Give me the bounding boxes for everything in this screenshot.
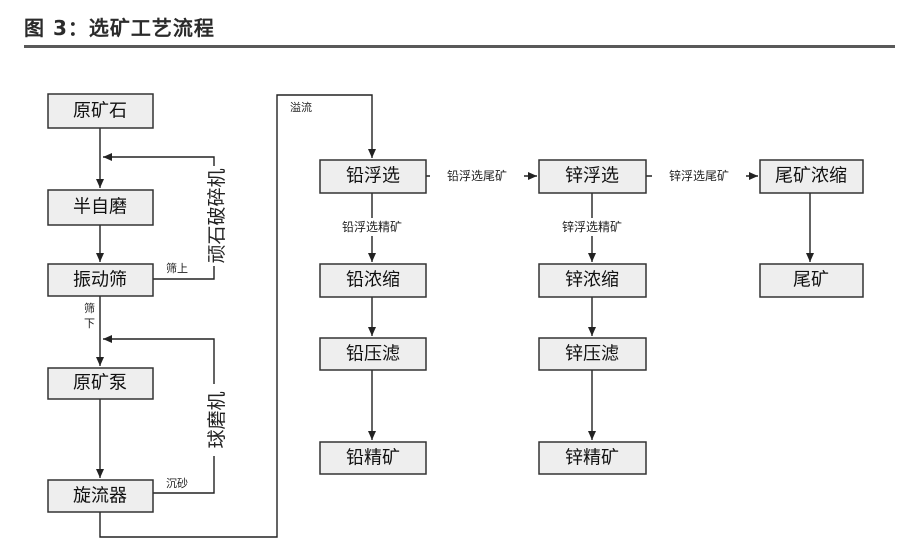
node-vibrating-screen-label: 振动筛 (73, 270, 127, 291)
label-screen-undersize-2: 下 (84, 317, 95, 330)
label-lead-tailings: 铅浮选尾矿 (447, 169, 507, 183)
label-ball-mill: 球磨机 (206, 391, 228, 448)
node-lead-thickener: 铅浓缩 (319, 263, 427, 298)
node-cyclone-label: 旋流器 (73, 486, 127, 507)
label-underflow-sand: 沉砂 (166, 477, 188, 490)
node-lead-thickener-label: 铅浓缩 (346, 270, 400, 291)
node-tailings-thickener: 尾矿浓缩 (759, 159, 864, 194)
edge-labels: 铅浮选尾矿 锌浮选尾矿 铅浮选精矿 锌浮选精矿 筛上 筛 下 沉砂 溢流 (82, 100, 746, 490)
zinc-conc-label-bg (548, 218, 638, 236)
node-ore-pump-label: 原矿泵 (73, 373, 127, 394)
node-lead-filter-label: 铅压滤 (346, 344, 400, 365)
label-zinc-concentrate: 锌浮选精矿 (562, 220, 622, 234)
node-lead-concentrate-label: 铅精矿 (346, 448, 400, 469)
node-zinc-filter: 锌压滤 (538, 337, 647, 371)
label-zinc-tailings: 锌浮选尾矿 (669, 169, 729, 183)
node-sag-mill: 半自磨 (47, 189, 154, 226)
figure-title: 图 3：选矿工艺流程 (24, 16, 215, 40)
edge-ball-mill-loop (103, 335, 215, 494)
node-raw-ore-label: 原矿石 (73, 101, 127, 122)
node-raw-ore: 原矿石 (47, 93, 154, 129)
node-zinc-thickener-label: 锌浓缩 (565, 270, 619, 291)
node-lead-flotation: 铅浮选 (319, 159, 427, 194)
node-lead-concentrate: 铅精矿 (319, 441, 427, 475)
label-overflow: 溢流 (290, 100, 312, 114)
label-screen-oversize: 筛上 (166, 261, 188, 275)
node-sag-mill-label: 半自磨 (73, 197, 127, 218)
node-lead-flotation-label: 铅浮选 (346, 166, 400, 187)
connectors (96, 94, 814, 538)
node-zinc-flotation: 锌浮选 (538, 159, 647, 194)
node-zinc-flotation-label: 锌浮选 (565, 166, 619, 187)
node-ore-pump: 原矿泵 (47, 367, 154, 400)
node-zinc-thickener: 锌浓缩 (538, 263, 647, 298)
ball-mill-label-bg (205, 384, 229, 456)
lead-tailings-label-bg (430, 166, 524, 184)
node-zinc-concentrate: 锌精矿 (538, 441, 647, 475)
node-vibrating-screen: 振动筛 (47, 263, 154, 297)
node-zinc-concentrate-label: 锌精矿 (565, 448, 619, 469)
lead-conc-label-bg (328, 218, 418, 236)
node-lead-filter: 铅压滤 (319, 337, 427, 371)
label-lead-concentrate: 铅浮选精矿 (342, 220, 402, 234)
title-rule (24, 45, 895, 48)
edge-overflow-to-lead-flotation (99, 94, 376, 538)
pebble-crusher-label-bg (205, 166, 229, 266)
node-tailings: 尾矿 (759, 263, 864, 298)
node-zinc-filter-label: 锌压滤 (565, 344, 619, 365)
screen-undersize-label-bg (82, 300, 98, 332)
zinc-tailings-label-bg (652, 166, 746, 184)
node-tailings-thickener-label: 尾矿浓缩 (775, 166, 847, 187)
label-pebble-crusher: 顽石破碎机 (206, 168, 228, 263)
node-cyclone: 旋流器 (47, 479, 154, 513)
node-tailings-label: 尾矿 (793, 270, 829, 291)
label-screen-undersize-1: 筛 (84, 301, 95, 315)
